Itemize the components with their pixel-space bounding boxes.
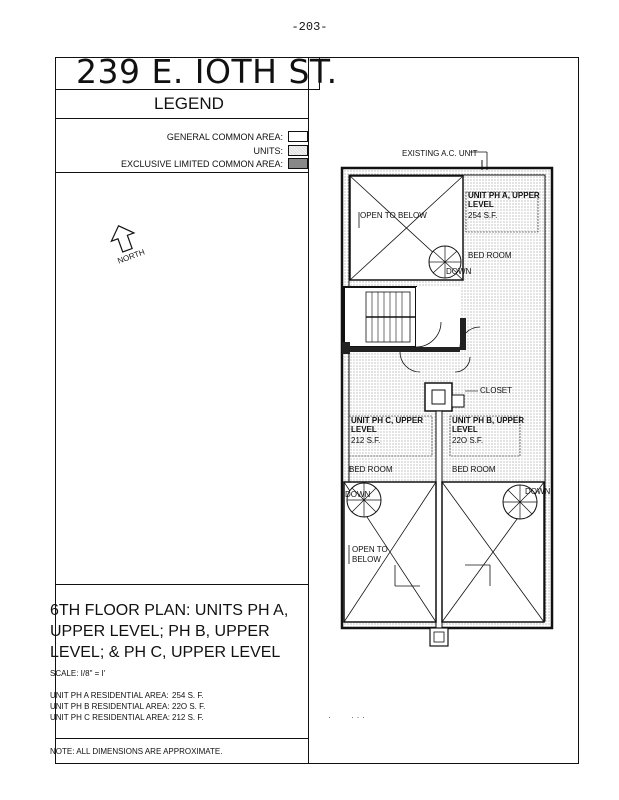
area-row: UNIT PH A RESIDENTIAL AREA: 254 S. F.: [50, 690, 205, 701]
open-to-below-label: OPEN TO BELOW: [360, 211, 427, 220]
page-number: -203-: [291, 20, 328, 34]
area-label: UNIT PH A RESIDENTIAL AREA:: [50, 691, 169, 700]
legend-label: EXCLUSIVE LIMITED COMMON AREA:: [120, 158, 283, 169]
legend-swatch-general: [288, 131, 308, 142]
page-title: 239 E. IOTH ST.: [76, 52, 338, 91]
area-row: UNIT PH B RESIDENTIAL AREA: 22O S. F.: [50, 701, 205, 712]
north-arrow-icon: [110, 224, 136, 253]
area-list: UNIT PH A RESIDENTIAL AREA: 254 S. F. UN…: [50, 690, 205, 723]
bedroom-b-label: BED ROOM: [452, 465, 496, 474]
stair-a-down: DOWN: [446, 267, 472, 276]
legend-swatch-units: [288, 145, 308, 156]
scan-artifact: · · · ·: [328, 712, 365, 722]
legend-box: [55, 89, 309, 119]
frame-divider: [308, 57, 309, 764]
open-to-below-c-label: OPEN TO: [352, 545, 388, 554]
legend-label: GENERAL COMMON AREA:: [166, 131, 283, 142]
open-to-below-c-label-2: BELOW: [352, 555, 381, 564]
stair-b-down: DOWN: [525, 487, 551, 496]
unit-c-label-2: LEVEL: [351, 425, 377, 434]
title-divider: [55, 584, 309, 585]
legend-item-exclusive: EXCLUSIVE LIMITED COMMON AREA:: [121, 158, 308, 169]
legend-label: UNITS:: [253, 145, 283, 156]
area-label: UNIT PH B RESIDENTIAL AREA:: [50, 702, 170, 711]
unit-a-area: 254 S.F.: [468, 211, 497, 220]
drawing-frame: [55, 57, 579, 764]
unit-b-label-2: LEVEL: [452, 425, 478, 434]
area-value: 254 S. F.: [172, 691, 204, 700]
stair-c-down: DOWN: [345, 490, 371, 499]
legend-item-units: UNITS:: [253, 145, 308, 156]
ac-unit-label: EXISTING A.C. UNIT: [402, 149, 478, 158]
scale-label: SCALE: I/8" = I': [50, 669, 106, 678]
note-divider: [55, 738, 309, 739]
legend-swatch-exclusive: [288, 158, 308, 169]
plan-title: 6TH FLOOR PLAN: UNITS PH A, UPPER LEVEL;…: [50, 602, 289, 661]
unit-a-label: UNIT PH A, UPPER: [468, 191, 540, 200]
area-label: UNIT PH C RESIDENTIAL AREA:: [50, 713, 171, 722]
note: NOTE: ALL DIMENSIONS ARE APPROXIMATE.: [50, 747, 223, 756]
bedroom-c-label: BED ROOM: [349, 465, 393, 474]
closet-label: CLOSET: [480, 386, 512, 395]
area-row: UNIT PH C RESIDENTIAL AREA: 212 S. F.: [50, 712, 205, 723]
legend-title: LEGEND: [154, 94, 224, 113]
title-box: [55, 57, 320, 90]
legend-divider: [55, 172, 309, 173]
bedroom-a-label: BED ROOM: [468, 251, 512, 260]
legend-item-general-common: GENERAL COMMON AREA:: [167, 131, 308, 142]
area-value: 22O S. F.: [172, 702, 206, 711]
unit-c-label: UNIT PH C, UPPER: [351, 416, 423, 425]
floor-plan: EXISTING A.C. UNIT OPEN TO BELOW UNIT PH…: [340, 149, 554, 647]
unit-b-label: UNIT PH B, UPPER: [452, 416, 524, 425]
area-value: 212 S. F.: [172, 713, 204, 722]
unit-c-area: 212 S.F.: [351, 436, 380, 445]
unit-b-area: 22O S.F.: [452, 436, 483, 445]
unit-a-label-2: LEVEL: [468, 200, 494, 209]
